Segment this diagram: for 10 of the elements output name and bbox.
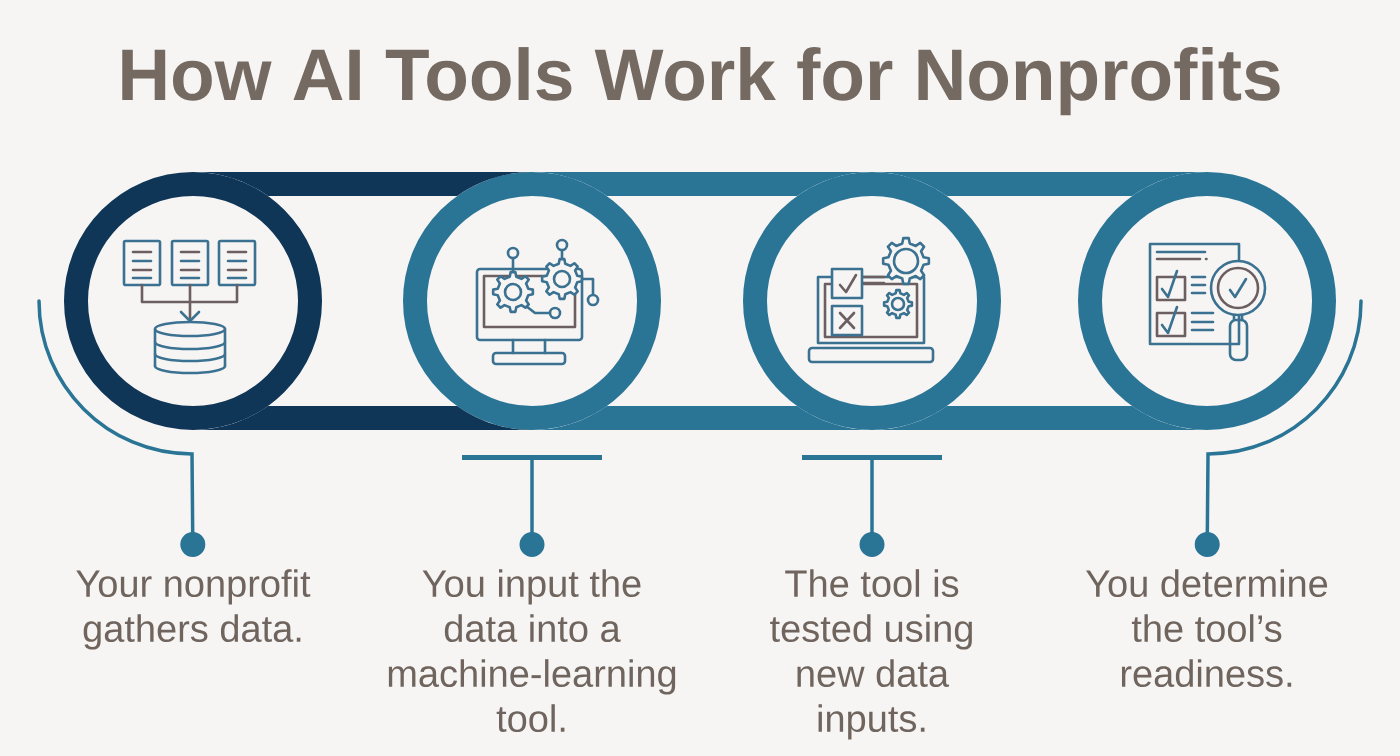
step-text: You determine the tool’s readiness. (1086, 569, 1328, 688)
leader-line (462, 455, 602, 557)
leader-line (802, 455, 942, 557)
step-text: The tool is tested using new data inputs. (770, 569, 972, 740)
step-text: You input the data into a machine-learning tool. (388, 569, 676, 733)
leader-line (1194, 299, 1363, 557)
leader-line (37, 299, 206, 557)
step-text: Your nonprofit gathers data. (76, 569, 311, 650)
title: How AI Tools Work for Nonprofits (122, 47, 1280, 116)
ring-circle (64, 172, 322, 430)
